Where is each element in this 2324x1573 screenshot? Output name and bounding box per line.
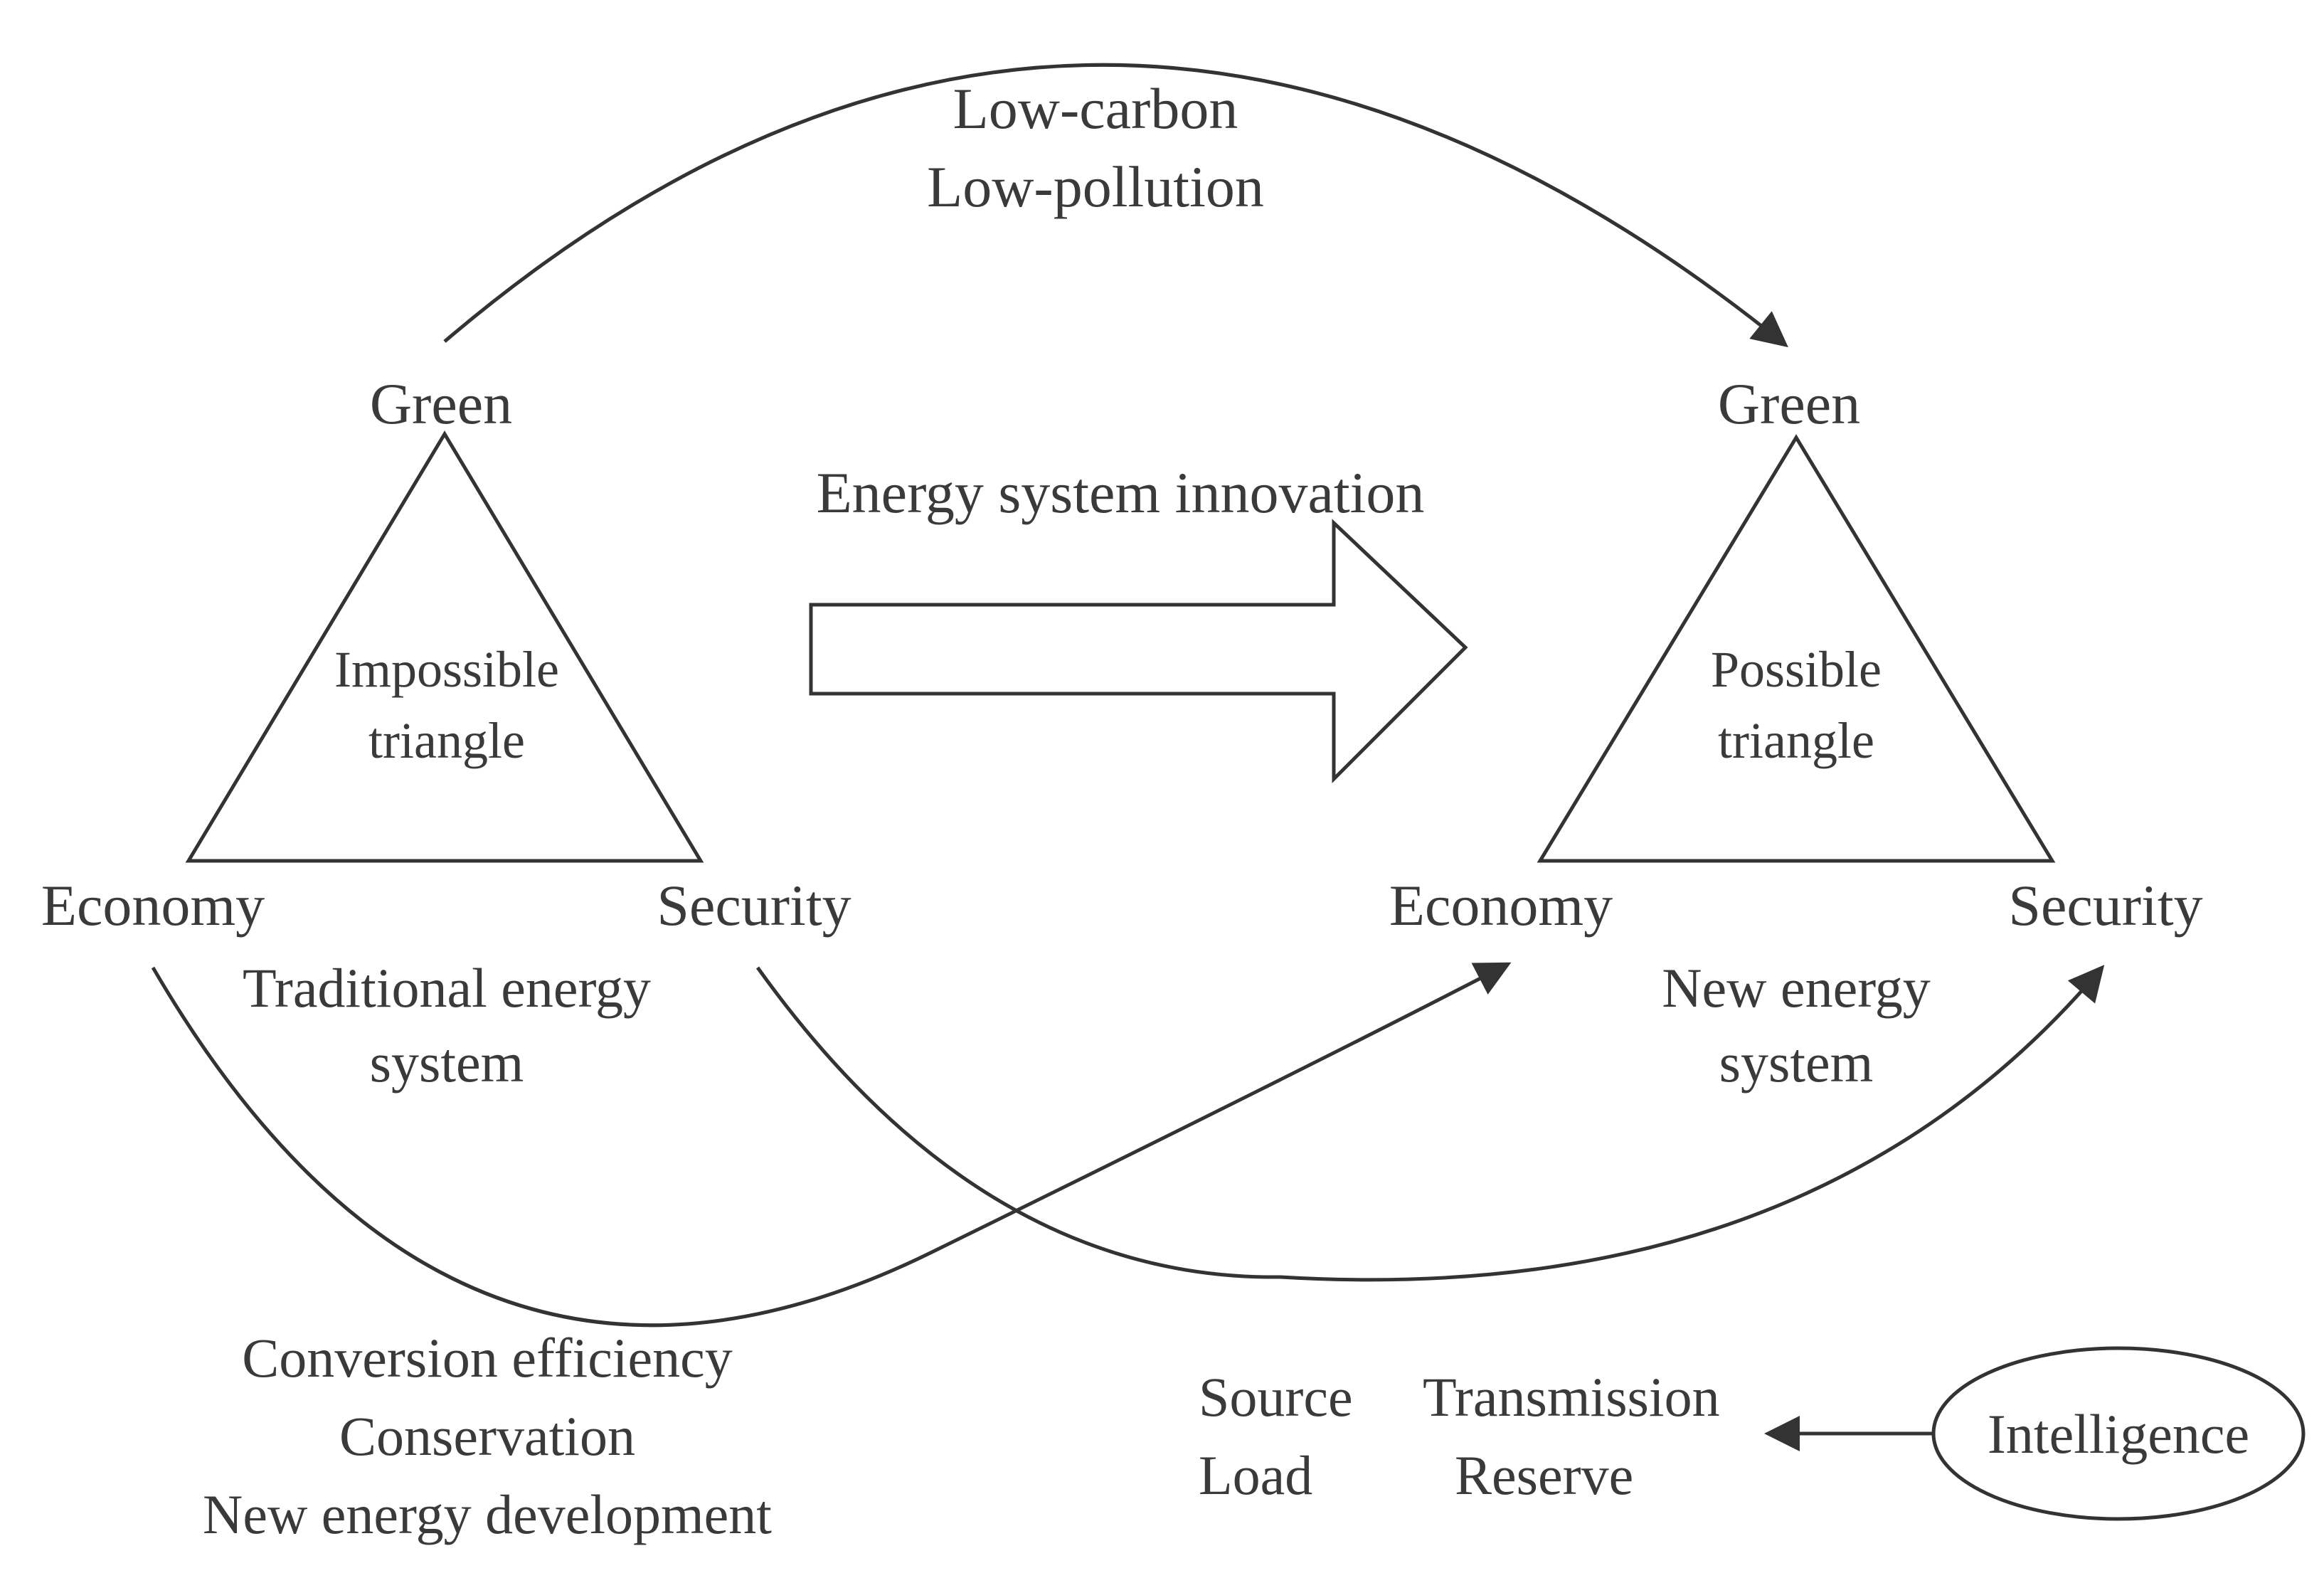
innovation-label: Energy system innovation — [817, 460, 1425, 525]
left-security-label: Security — [657, 873, 851, 938]
innovation-block-arrow — [809, 519, 1468, 784]
right-green-label: Green — [1718, 371, 1860, 436]
new-energy-development-label: New energy development — [203, 1483, 772, 1545]
transmission-label: Transmission — [1423, 1366, 1720, 1428]
right-economy-label: Economy — [1389, 873, 1613, 938]
source-label: Source — [1199, 1366, 1353, 1428]
economy-arc — [151, 962, 1512, 1328]
left-economy-label: Economy — [41, 873, 265, 938]
possible-triangle-label: triangle — [1718, 712, 1874, 769]
new-energy-label: New energy — [1662, 957, 1931, 1019]
impossible-triangle-shape — [185, 430, 704, 863]
reserve-label: Reserve — [1455, 1444, 1633, 1506]
intelligence-label: Intelligence — [1988, 1403, 2249, 1465]
traditional-system-label: system — [370, 1032, 524, 1093]
left-green-label: Green — [370, 371, 512, 436]
security-arc — [755, 965, 2105, 1282]
traditional-energy-label: Traditional energy — [243, 957, 651, 1019]
conservation-label: Conservation — [339, 1405, 635, 1467]
impossible-triangle-label: triangle — [368, 712, 525, 769]
impossible-label: Impossible — [334, 641, 559, 698]
low-carbon-arc — [443, 63, 1788, 348]
possible-label: Possible — [1711, 641, 1882, 698]
new-system-label: system — [1719, 1032, 1874, 1093]
low-carbon-label: Low-carbon — [953, 76, 1238, 141]
right-security-label: Security — [2008, 873, 2202, 938]
low-pollution-label: Low-pollution — [927, 154, 1264, 219]
load-label: Load — [1199, 1444, 1312, 1506]
conversion-efficiency-label: Conversion efficiency — [242, 1327, 733, 1389]
possible-triangle-shape — [1537, 434, 2056, 863]
